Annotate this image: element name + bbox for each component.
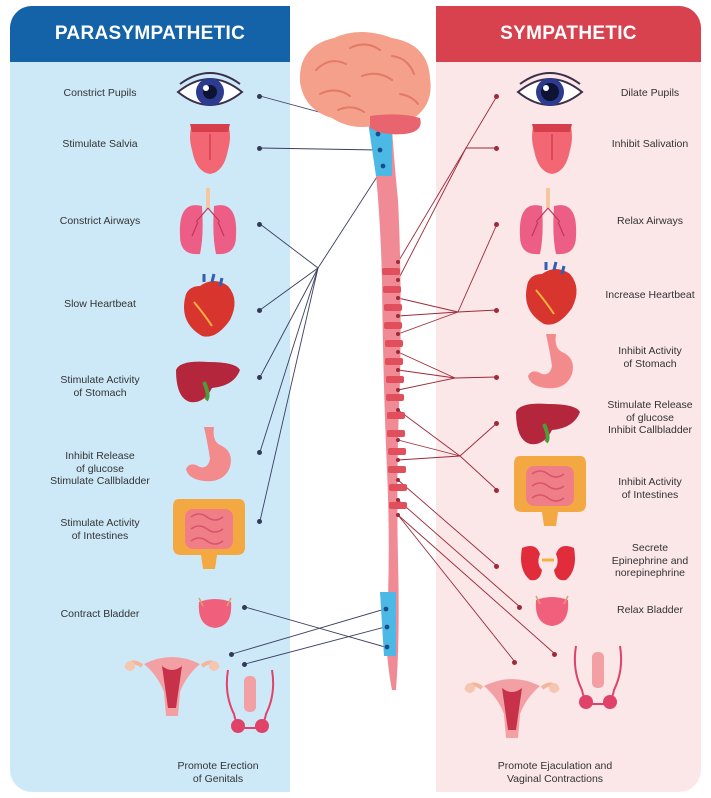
connector-dot (257, 222, 262, 227)
eye-icon (178, 73, 242, 106)
heart-icon (184, 274, 235, 337)
label-contract-bladder: Contract Bladder (30, 608, 170, 621)
label-dilate-pupils: Dilate Pupils (580, 87, 711, 100)
spinal-cord-icon (368, 122, 407, 690)
connector-dot (494, 222, 499, 227)
stomach-icon (528, 334, 573, 388)
kidneys-icon (521, 546, 575, 580)
lungs-icon (520, 188, 576, 254)
lungs-icon (180, 188, 236, 254)
intestines-icon (514, 456, 586, 526)
label-inhibit-stomach: Inhibit Activity of Stomach (580, 345, 711, 370)
eye-icon (518, 73, 582, 106)
liver-icon (176, 362, 240, 403)
brain-icon (300, 32, 431, 134)
label-secrete-epinephrine: Secrete Epinephrine and norepinephrine (580, 542, 711, 580)
connector-dot (242, 605, 247, 610)
tongue-icon (190, 124, 230, 174)
genitals-icon (465, 679, 559, 738)
connector-dot (242, 662, 247, 667)
connector-dot (257, 94, 262, 99)
label-slow-heartbeat: Slow Heartbeat (30, 298, 170, 311)
connector-dot (494, 146, 499, 151)
bladder-icon (536, 596, 568, 626)
label-stimulate-salvia: Stimulate Salvia (30, 138, 170, 151)
heart-icon (526, 262, 577, 325)
bladder-icon (199, 598, 231, 628)
liver-icon (516, 404, 580, 445)
male-genitals-icon (575, 646, 621, 709)
connector-dot (257, 308, 262, 313)
label-stimulate-glucose: Stimulate Release of glucose Inhibit Cal… (580, 399, 711, 437)
connector-dot (257, 146, 262, 151)
connector-dot (494, 488, 499, 493)
label-increase-heartbeat: Increase Heartbeat (580, 289, 711, 302)
connector-dot (494, 421, 499, 426)
label-inhibit-glucose: Inhibit Release of glucose Stimulate Cal… (30, 450, 170, 488)
label-promote-erection: Promote Erection of Genitals (148, 760, 288, 785)
male-genitals-icon (227, 670, 273, 733)
connector-dot (257, 450, 262, 455)
genitals-icon (125, 657, 219, 716)
label-stimulate-intestines: Stimulate Activity of Intestines (30, 517, 170, 542)
label-relax-airways: Relax Airways (580, 215, 711, 228)
connector-dot (494, 564, 499, 569)
intestines-icon (173, 499, 245, 569)
label-constrict-pupils: Constrict Pupils (30, 87, 170, 100)
tongue-icon (532, 124, 572, 174)
connector-dot (517, 605, 522, 610)
connector-dot (229, 652, 234, 657)
label-constrict-airways: Constrict Airways (30, 215, 170, 228)
stomach-icon (186, 427, 231, 481)
connector-dot (552, 652, 557, 657)
label-stimulate-stomach: Stimulate Activity of Stomach (30, 374, 170, 399)
connector-dot (512, 660, 517, 665)
connector-dot (494, 308, 499, 313)
label-promote-ejaculation: Promote Ejaculation and Vaginal Contract… (480, 760, 630, 785)
connector-dot (494, 375, 499, 380)
parasympathetic-connectors (232, 96, 385, 664)
connector-dot (257, 375, 262, 380)
label-relax-bladder: Relax Bladder (580, 604, 711, 617)
connector-dot (494, 94, 499, 99)
label-inhibit-salivation: Inhibit Salivation (580, 138, 711, 151)
label-inhibit-intestines: Inhibit Activity of Intestines (580, 476, 711, 501)
connector-dot (257, 519, 262, 524)
